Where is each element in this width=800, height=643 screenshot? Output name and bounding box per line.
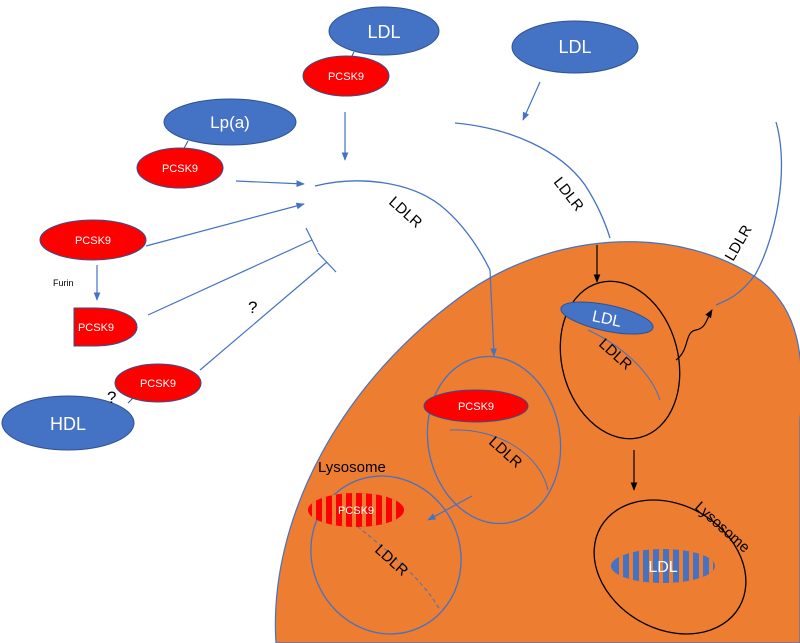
lysosome-left-membrane	[310, 475, 462, 635]
ldlr-endosome-1-strand	[587, 329, 661, 401]
ldl-lysosome-label: LDL	[648, 559, 677, 576]
pcsk9-endosome	[423, 389, 529, 423]
ldlr-curve-2	[454, 122, 611, 239]
lpa-particle	[163, 98, 297, 146]
hdl-label: HDL	[50, 414, 86, 434]
ldl-top	[328, 6, 440, 56]
pcsk9-free-label: PCSK9	[75, 235, 111, 247]
ldl-right	[511, 20, 639, 74]
ldlr-label-3: LDLR	[722, 222, 756, 264]
ldl-right-label: LDL	[558, 37, 591, 57]
pcsk9-endosome-label: PCSK9	[458, 401, 494, 413]
pcsk9-top	[302, 55, 390, 97]
arrow-into-cell	[489, 269, 498, 357]
lysosome-right-contents	[611, 549, 715, 583]
pcsk9-hdl	[114, 363, 202, 403]
arrow-ldl-right-down	[522, 81, 541, 121]
pcsk9-lysosome-label: PCSK9	[338, 505, 374, 517]
lpa-label: Lp(a)	[210, 113, 250, 132]
pcsk9-top-label: PCSK9	[328, 71, 364, 83]
pcsk9-cleaved-label: PCSK9	[78, 322, 114, 334]
ldlr-curve-1	[314, 180, 491, 271]
lysosome-right-membrane	[593, 499, 747, 635]
arrow-ldlr-recycle	[675, 309, 713, 361]
ldlr-endosome-2-strand	[449, 429, 549, 491]
endosome-pcsk9	[426, 355, 562, 525]
endosome-ldl	[559, 280, 681, 440]
lysosome-left-label: Lysosome	[318, 459, 386, 476]
pcsk9-hdl-label: PCSK9	[140, 378, 176, 390]
pcsk9-cleaved	[73, 307, 138, 347]
inhibition-bar-2	[317, 252, 337, 273]
pcsk9-lpa-label: PCSK9	[162, 163, 198, 175]
cell-body	[274, 241, 800, 643]
ldl-top-label: LDL	[367, 22, 400, 42]
ldlr-label-1: LDLR	[385, 193, 425, 231]
ldl-endosome	[560, 301, 654, 335]
pcsk9-free	[39, 219, 147, 261]
ldl-endosome-label: LDL	[591, 308, 623, 331]
pcsk9-lpa	[136, 147, 224, 189]
inhibition-line-hdl	[199, 261, 328, 371]
arrow-to-lysosome-left	[427, 495, 473, 521]
arrow-free-pcsk9	[145, 202, 305, 247]
arrow-lpa-pcsk9	[235, 180, 305, 188]
inhibition-line-cleaved	[147, 239, 313, 316]
furin-label: Furin	[53, 278, 74, 288]
hdl-particle	[1, 395, 135, 451]
ldlr-curve-3	[715, 121, 783, 306]
lysosome-left-contents	[308, 493, 404, 527]
inhibition-bar-1	[305, 227, 319, 253]
question-mark-1: ?	[248, 298, 257, 317]
question-mark-2: ?	[107, 388, 116, 407]
